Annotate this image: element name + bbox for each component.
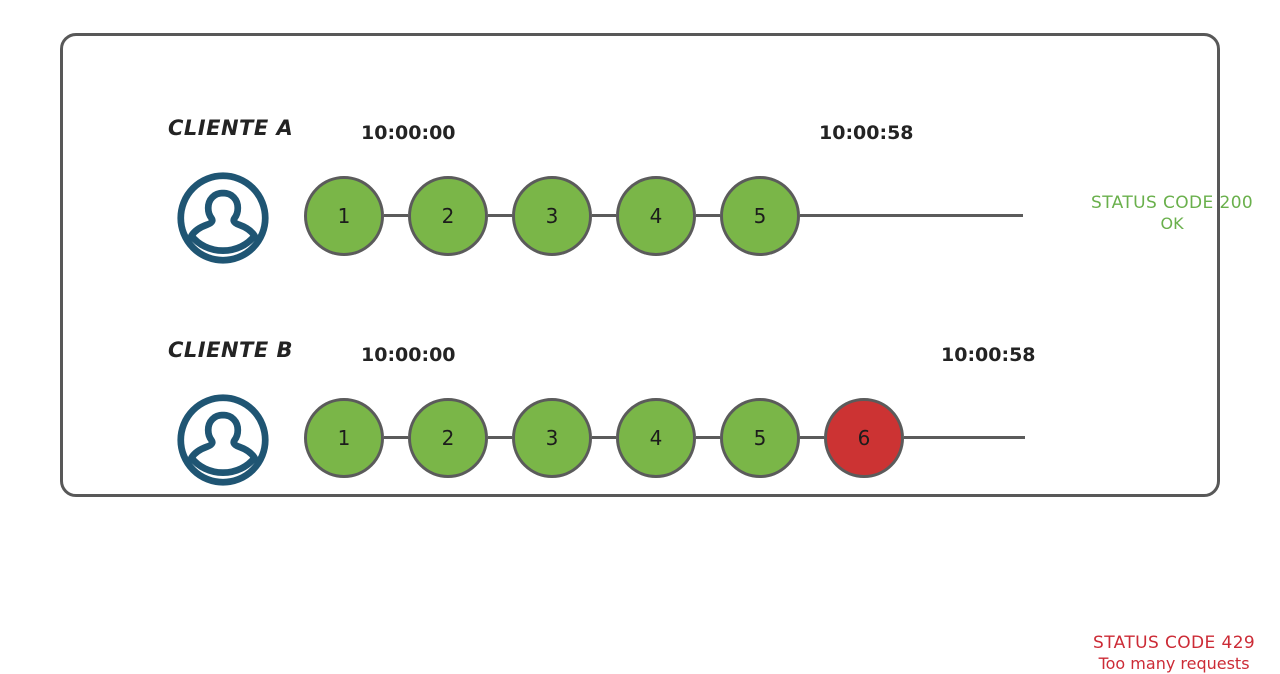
request-node-2: 2 bbox=[408, 398, 488, 478]
request-node-5: 5 bbox=[720, 398, 800, 478]
status-code-a: STATUS CODE 200 bbox=[1091, 193, 1254, 213]
request-node-6: 6 bbox=[824, 398, 904, 478]
status-text-b: Too many requests bbox=[1098, 654, 1250, 674]
request-connector bbox=[800, 436, 824, 439]
status-connector bbox=[800, 214, 1023, 217]
request-connector bbox=[488, 214, 512, 217]
request-node-1: 1 bbox=[304, 176, 384, 256]
request-node-5: 5 bbox=[720, 176, 800, 256]
request-node-2: 2 bbox=[408, 176, 488, 256]
request-connector bbox=[696, 214, 720, 217]
request-node-4: 4 bbox=[616, 398, 696, 478]
request-node-1: 1 bbox=[304, 398, 384, 478]
timestamp-end-a: 10:00:58 bbox=[819, 122, 914, 144]
request-connector bbox=[592, 214, 616, 217]
request-connector bbox=[488, 436, 512, 439]
status-connector bbox=[904, 436, 1025, 439]
timestamp-start-b: 10:00:00 bbox=[361, 344, 456, 366]
timestamp-start-a: 10:00:00 bbox=[361, 122, 456, 144]
user-avatar-icon bbox=[175, 392, 271, 488]
request-node-4: 4 bbox=[616, 176, 696, 256]
request-connector bbox=[592, 436, 616, 439]
user-avatar-icon bbox=[175, 170, 271, 266]
request-connector bbox=[384, 436, 408, 439]
client-label-a: CLIENTE A bbox=[168, 116, 294, 140]
request-node-3: 3 bbox=[512, 176, 592, 256]
status-message-a: STATUS CODE 200 OK bbox=[1091, 193, 1253, 234]
status-text-a: OK bbox=[1160, 214, 1184, 234]
client-label-b: CLIENTE B bbox=[168, 338, 294, 362]
request-connector bbox=[696, 436, 720, 439]
request-node-3: 3 bbox=[512, 398, 592, 478]
status-code-b: STATUS CODE 429 bbox=[1093, 633, 1256, 653]
request-connector bbox=[384, 214, 408, 217]
status-message-b: STATUS CODE 429 Too many requests bbox=[1093, 633, 1255, 674]
timestamp-end-b: 10:00:58 bbox=[941, 344, 1036, 366]
